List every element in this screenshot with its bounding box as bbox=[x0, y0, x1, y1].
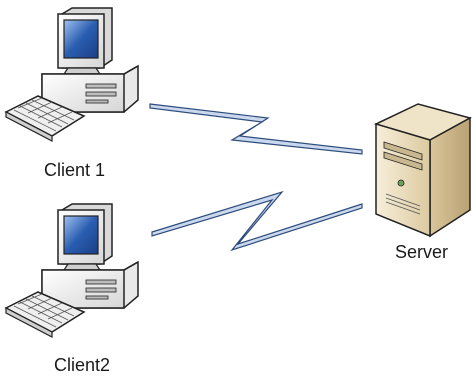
client2-label: Client2 bbox=[54, 355, 111, 375]
link-client1-server bbox=[149, 103, 363, 155]
client2-computer-icon bbox=[5, 203, 139, 338]
server-label: Server bbox=[395, 242, 449, 262]
client1-computer-icon bbox=[5, 7, 139, 142]
server-tower-icon bbox=[373, 103, 472, 238]
link-client2-server bbox=[151, 190, 363, 252]
client1-label: Client 1 bbox=[44, 160, 106, 180]
